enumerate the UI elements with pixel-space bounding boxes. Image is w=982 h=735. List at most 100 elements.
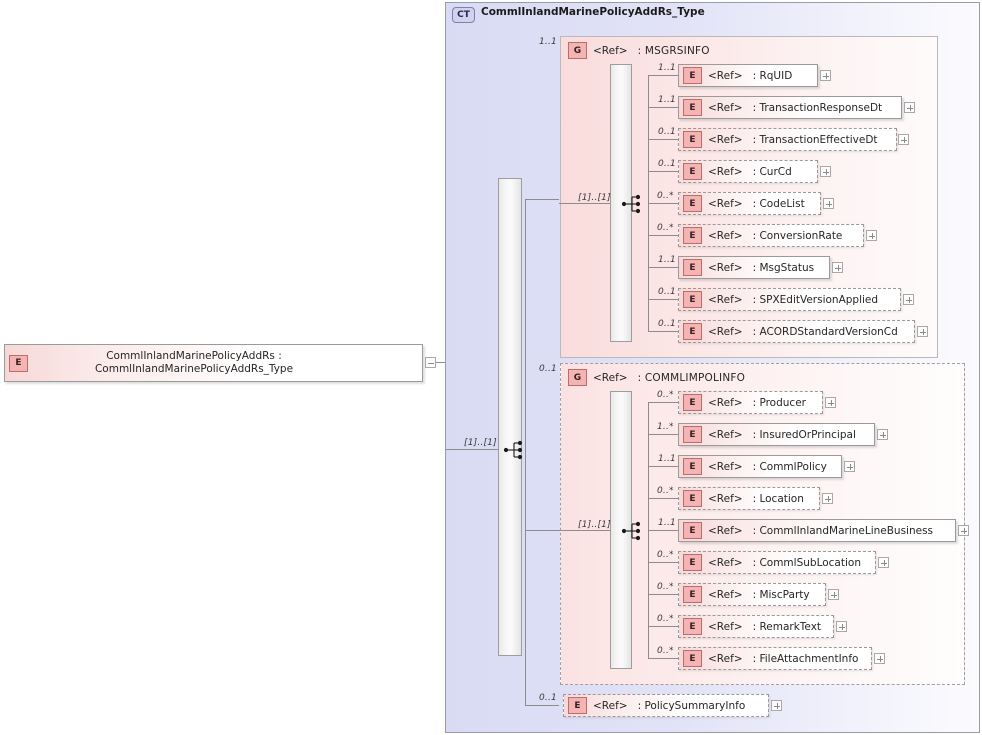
group1-sequence-cardinality: [1]..[1] <box>578 193 611 203</box>
element-expander-plus-icon[interactable] <box>836 621 847 632</box>
element-cardinality: 1..1 <box>658 95 676 105</box>
element-ref-label: <Ref> <box>593 699 628 712</box>
element-expander-plus-icon[interactable] <box>823 198 834 209</box>
group1-row-line <box>648 299 680 300</box>
element-name-label: : CommlSubLocation <box>752 556 861 569</box>
element-ref-label: <Ref> <box>708 325 743 338</box>
element-name-label: : RqUID <box>752 69 793 82</box>
element-name-label: : SPXEditVersionApplied <box>752 293 879 306</box>
element-name-label: : CommlPolicy <box>752 460 827 473</box>
group1-sequence-in-line <box>559 203 610 204</box>
element-ref-label: <Ref> <box>708 133 743 146</box>
element-cardinality: 0..* <box>657 614 674 624</box>
element-expander-plus-icon[interactable] <box>877 429 888 440</box>
element-ref-label: <Ref> <box>708 165 743 178</box>
element-cardinality: 1..1 <box>658 454 676 464</box>
group1-row-line <box>648 139 680 140</box>
element-name-label: : TransactionEffectiveDt <box>752 133 878 146</box>
root-sequence-in-line <box>446 449 498 450</box>
element-expander-plus-icon[interactable] <box>820 70 831 81</box>
element-expander-plus-icon[interactable] <box>832 262 843 273</box>
element-expander-plus-icon[interactable] <box>898 134 909 145</box>
root-expander-minus-icon[interactable] <box>425 357 436 368</box>
element-cardinality: 0..* <box>657 191 674 201</box>
element-expander-plus-icon[interactable] <box>828 589 839 600</box>
element-name-label: : CodeList <box>752 197 805 210</box>
element-node-transactionresponsedt[interactable]: E <Ref> : TransactionResponseDt <box>678 96 902 119</box>
element-name-label: : MsgStatus <box>752 261 815 274</box>
group-header-commlimpolinfo[interactable]: G <Ref> : COMMLIMPOLINFO <box>568 369 745 386</box>
element-badge: E <box>683 458 702 475</box>
complex-type-title: CommlInlandMarinePolicyAddRs_Type <box>481 6 705 18</box>
root-branch-line-1 <box>525 199 559 200</box>
group1-row-line <box>648 235 680 236</box>
element-expander-plus-icon[interactable] <box>771 700 782 711</box>
element-node-rquid[interactable]: E <Ref> : RqUID <box>678 64 818 87</box>
element-ref-label: <Ref> <box>708 69 743 82</box>
element-node-spxeditversionapplied[interactable]: E <Ref> : SPXEditVersionApplied <box>678 288 901 311</box>
element-badge: E <box>683 227 702 244</box>
element-expander-plus-icon[interactable] <box>822 493 833 504</box>
group2-sequence-in-line <box>559 530 610 531</box>
group1-row-line <box>648 171 680 172</box>
element-name-label: : TransactionResponseDt <box>752 101 883 114</box>
element-node-fileattachmentinfo[interactable]: E <Ref> : FileAttachmentInfo <box>678 647 872 670</box>
element-cardinality: 0..* <box>657 390 674 400</box>
element-expander-plus-icon[interactable] <box>917 326 928 337</box>
element-node-policysummaryinfo[interactable]: E <Ref> : PolicySummaryInfo <box>563 694 769 717</box>
element-node-curcd[interactable]: E <Ref> : CurCd <box>678 160 818 183</box>
element-badge: E <box>683 426 702 443</box>
element-expander-plus-icon[interactable] <box>874 653 885 664</box>
element-expander-plus-icon[interactable] <box>958 525 969 536</box>
element-node-producer[interactable]: E <Ref> : Producer <box>678 391 823 414</box>
complex-type-badge: CT <box>452 7 475 23</box>
complex-type-header: CT CommlInlandMarinePolicyAddRs_Type <box>452 6 705 23</box>
element-node-commlpolicy[interactable]: E <Ref> : CommlPolicy <box>678 455 842 478</box>
element-badge: E <box>683 394 702 411</box>
element-node-miscparty[interactable]: E <Ref> : MiscParty <box>678 583 826 606</box>
element-badge: E <box>683 586 702 603</box>
root-branch-line-3 <box>525 705 559 706</box>
element-name-label: : ACORDStandardVersionCd <box>752 325 898 338</box>
element-node-commlinlandmarinelinebusiness[interactable]: E <Ref> : CommlInlandMarineLineBusiness <box>678 519 956 542</box>
element-node-msgstatus[interactable]: E <Ref> : MsgStatus <box>678 256 830 279</box>
element-name-label: : CurCd <box>752 165 792 178</box>
element-ref-label: <Ref> <box>708 428 743 441</box>
element-node-acordstandardversioncd[interactable]: E <Ref> : ACORDStandardVersionCd <box>678 320 915 343</box>
element-cardinality: 0..1 <box>658 159 676 169</box>
element-node-remarktext[interactable]: E <Ref> : RemarkText <box>678 615 834 638</box>
element-name-label: : PolicySummaryInfo <box>637 699 746 712</box>
sequence-icon <box>503 440 523 460</box>
element-node-transactioneffectivedt[interactable]: E <Ref> : TransactionEffectiveDt <box>678 128 897 151</box>
element-node-codelist[interactable]: E <Ref> : CodeList <box>678 192 821 215</box>
element-cardinality: 1..* <box>657 422 674 432</box>
element-expander-plus-icon[interactable] <box>878 557 889 568</box>
element-expander-plus-icon[interactable] <box>844 461 855 472</box>
element-node-conversionrate[interactable]: E <Ref> : ConversionRate <box>678 224 864 247</box>
element-node-insuredorprincipal[interactable]: E <Ref> : InsuredOrPrincipal <box>678 423 875 446</box>
group-name-label: : COMMLIMPOLINFO <box>637 371 746 384</box>
group-badge: G <box>568 369 587 386</box>
group2-row-line <box>648 530 680 531</box>
root-connector-line <box>436 362 446 363</box>
group-ref-label: <Ref> <box>593 44 628 57</box>
group1-row-line <box>648 107 680 108</box>
element-node-commlsublocation[interactable]: E <Ref> : CommlSubLocation <box>678 551 876 574</box>
group-cardinality-msgrsinfo: 1..1 <box>539 37 557 47</box>
element-expander-plus-icon[interactable] <box>904 102 915 113</box>
element-badge: E <box>683 259 702 276</box>
element-node-location[interactable]: E <Ref> : Location <box>678 487 820 510</box>
root-branch-line-2 <box>525 530 559 531</box>
root-element-node[interactable]: E CommlInlandMarinePolicyAddRs : CommlIn… <box>4 344 423 382</box>
sequence-icon <box>621 521 641 541</box>
group-header-msgrsinfo[interactable]: G <Ref> : MSGRSINFO <box>568 42 710 59</box>
group1-row-line <box>648 203 680 204</box>
element-expander-plus-icon[interactable] <box>866 230 877 241</box>
element-expander-plus-icon[interactable] <box>820 166 831 177</box>
element-expander-plus-icon[interactable] <box>825 397 836 408</box>
group-name-label: : MSGRSINFO <box>637 44 710 57</box>
element-ref-label: <Ref> <box>708 101 743 114</box>
element-expander-plus-icon[interactable] <box>903 294 914 305</box>
element-name-label: : MiscParty <box>752 588 810 601</box>
element-ref-label: <Ref> <box>708 261 743 274</box>
